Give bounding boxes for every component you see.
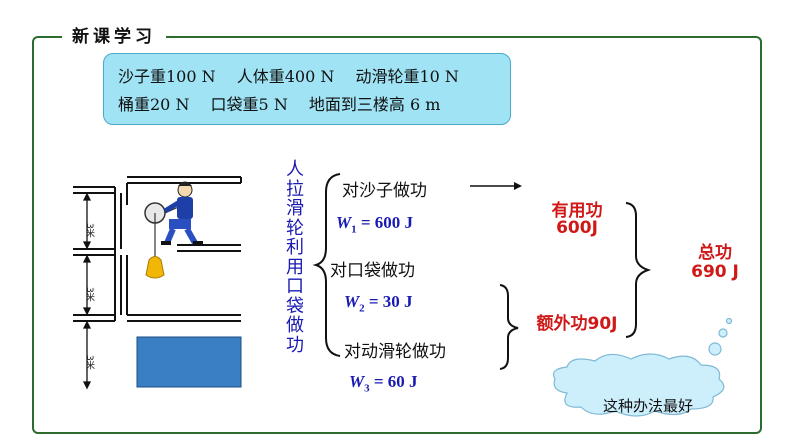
- formula-w3-value: = 60 J: [369, 372, 418, 391]
- useful-work-label: 有用功: [551, 201, 603, 221]
- extra-work-label: 额外功90J: [536, 314, 618, 334]
- total-work-brace: [625, 202, 652, 338]
- floor-height-label-3: 3米: [84, 355, 95, 371]
- left-brace: [312, 173, 341, 357]
- section-frame: [32, 36, 762, 434]
- formula-w2-sub: 2: [359, 302, 365, 315]
- given-person-weight: 人体重400 N: [236, 67, 335, 86]
- person-icon: [161, 181, 203, 245]
- formula-w2-value: = 30 J: [364, 292, 413, 311]
- given-sand-weight: 沙子重100 N: [118, 67, 216, 86]
- person-pull-label: 人拉滑轮利用口袋做功: [286, 159, 304, 356]
- formula-w1-symbol: W: [336, 213, 352, 232]
- given-line-1: 沙子重100 N 人体重400 N 动滑轮重10 N: [118, 63, 498, 91]
- formula-w1: W1 = 600 J: [336, 213, 413, 235]
- given-bucket-weight: 桶重20 N: [118, 95, 190, 114]
- given-bag-weight: 口袋重5 N: [210, 95, 288, 114]
- formula-w1-sub: 1: [351, 223, 357, 236]
- work-on-pulley-label: 对动滑轮做功: [344, 342, 446, 362]
- water-pool: [136, 336, 242, 388]
- building-illustration: 3米 3米 3米: [73, 176, 242, 390]
- given-line-2: 桶重20 N 口袋重5 N 地面到三楼高 6 m: [118, 91, 498, 119]
- extra-work-brace: [499, 284, 519, 370]
- floor-height-label-1: 3米: [84, 223, 95, 239]
- arrow-to-useful: [470, 182, 522, 190]
- formula-w3: W3 = 60 J: [349, 372, 418, 394]
- thought-cloud: [552, 317, 733, 417]
- formula-w2: W2 = 30 J: [344, 292, 413, 314]
- work-on-bag-label: 对口袋做功: [330, 261, 415, 281]
- total-work-value: 690 J: [691, 262, 739, 282]
- cloud-text: 这种办法最好: [602, 397, 693, 415]
- total-work-label: 总功: [698, 243, 732, 263]
- bag-icon: [145, 256, 165, 279]
- formula-w1-value: = 600 J: [356, 213, 414, 232]
- formula-w3-sub: 3: [364, 382, 370, 395]
- useful-work-value: 600J: [556, 218, 598, 238]
- floor-height-label-2: 3米: [84, 287, 95, 303]
- section-title: 新课学习: [62, 22, 166, 47]
- given-conditions-box: 沙子重100 N 人体重400 N 动滑轮重10 N 桶重20 N 口袋重5 N…: [103, 53, 511, 125]
- formula-w2-symbol: W: [344, 292, 360, 311]
- formula-w3-symbol: W: [349, 372, 365, 391]
- given-pulley-weight: 动滑轮重10 N: [355, 67, 459, 86]
- work-on-sand-label: 对沙子做功: [342, 181, 427, 201]
- given-height: 地面到三楼高 6 m: [308, 95, 441, 114]
